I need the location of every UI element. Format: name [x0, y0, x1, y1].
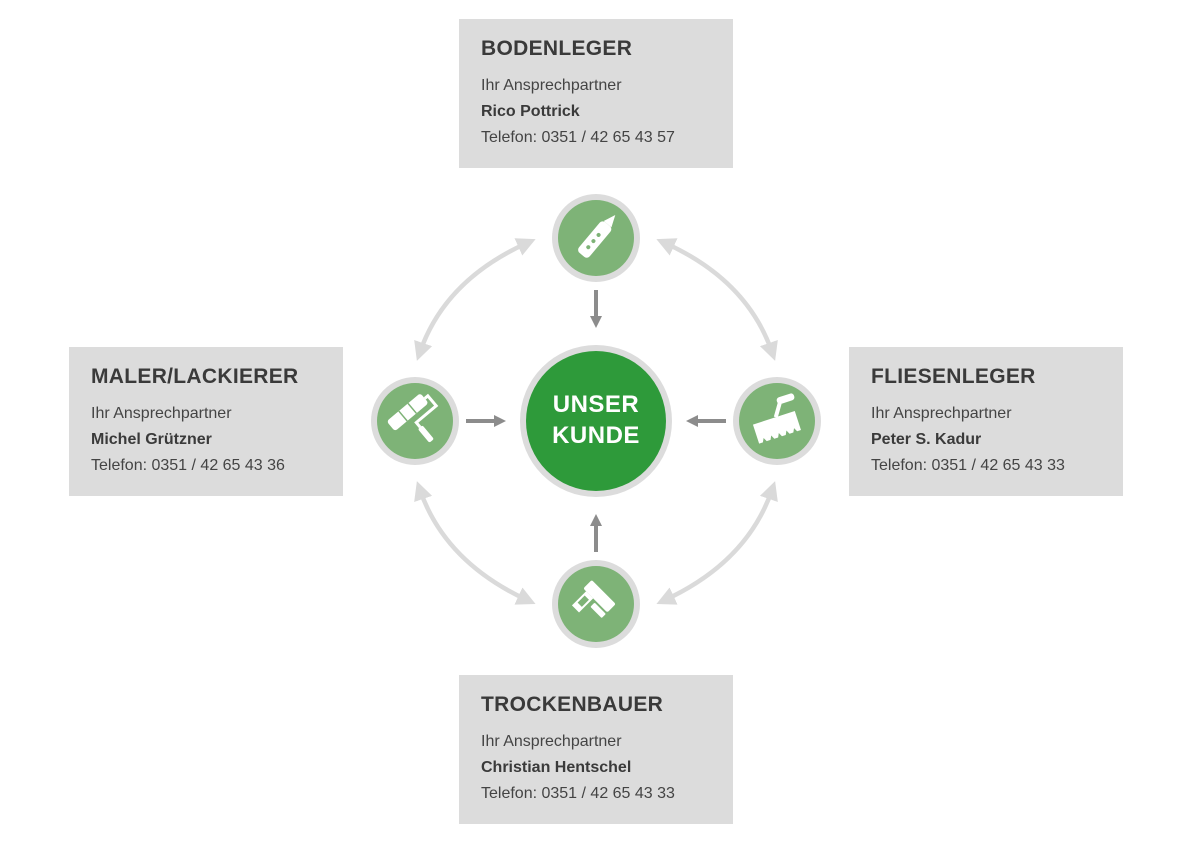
- cycle-arrows: [414, 238, 778, 605]
- card-maler-lackierer: MALER/LACKIERER Ihr Ansprechpartner Mich…: [69, 347, 343, 496]
- card-title: BODENLEGER: [481, 37, 633, 60]
- contact-phone: Telefon: 0351 / 42 65 43 33: [871, 457, 1065, 474]
- card-subtitle: Ihr Ansprechpartner: [871, 405, 1012, 422]
- arc-arrow-top-right: [656, 238, 778, 361]
- inward-arrows: [466, 290, 726, 552]
- card-title: FLIESENLEGER: [871, 365, 1036, 388]
- center-label: UNSER KUNDE: [520, 344, 672, 496]
- center-node: [520, 345, 672, 497]
- card-fliesenleger: FLIESENLEGER Ihr Ansprechpartner Peter S…: [849, 347, 1123, 496]
- arc-arrow-top-left: [414, 238, 536, 361]
- contact-phone: Telefon: 0351 / 42 65 43 57: [481, 129, 675, 146]
- card-subtitle: Ihr Ansprechpartner: [91, 405, 232, 422]
- arc-arrow-bottom-left: [414, 481, 536, 605]
- contact-phone: Telefon: 0351 / 42 65 43 33: [481, 785, 675, 802]
- card-trockenbauer: TROCKENBAUER Ihr Ansprechpartner Christi…: [459, 675, 733, 824]
- contact-name: Peter S. Kadur: [871, 431, 982, 448]
- contact-name: Christian Hentschel: [481, 759, 632, 776]
- contact-phone: Telefon: 0351 / 42 65 43 36: [91, 457, 285, 474]
- cutter-knife-icon: [552, 194, 640, 282]
- notched-trowel-icon: [733, 377, 821, 465]
- staple-gun-icon: [552, 560, 640, 648]
- card-title: TROCKENBAUER: [481, 693, 664, 716]
- card-title: MALER/LACKIERER: [91, 365, 299, 388]
- card-subtitle: Ihr Ansprechpartner: [481, 77, 622, 94]
- contact-name: Michel Grützner: [91, 431, 212, 448]
- contact-name: Rico Pottrick: [481, 103, 580, 120]
- center-label-line1: UNSER: [552, 391, 640, 418]
- card-bodenleger: BODENLEGER Ihr Ansprechpartner Rico Pott…: [459, 19, 733, 168]
- card-subtitle: Ihr Ansprechpartner: [481, 733, 622, 750]
- arc-arrow-bottom-right: [656, 481, 778, 605]
- paint-roller-icon: [371, 377, 459, 465]
- center-label-line2: KUNDE: [552, 422, 640, 449]
